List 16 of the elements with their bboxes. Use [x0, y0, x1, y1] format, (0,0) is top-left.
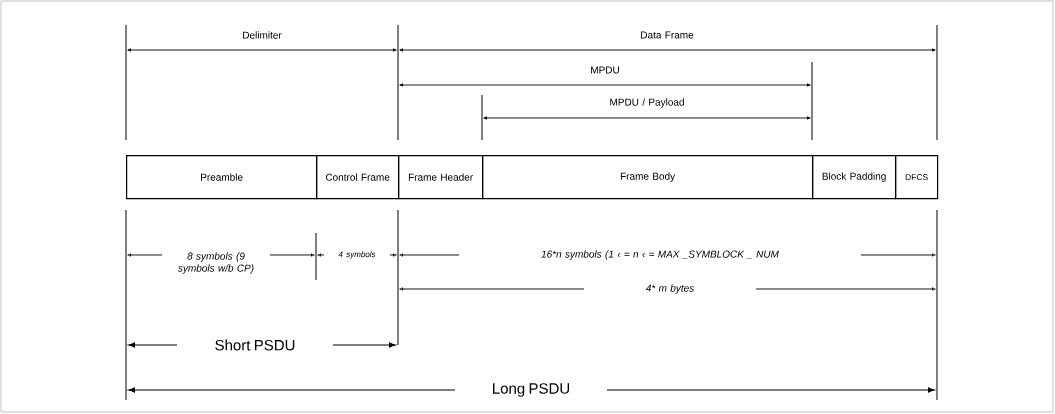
dimension-label: Data Frame	[641, 31, 694, 39]
dimension-label: 8 symbols (9 symbols w/b CP)	[178, 252, 254, 274]
frame-field: Frame Header	[398, 155, 484, 200]
dimension-label: 16*n symbols (1 ‹ = n ‹ = MAX _SYMBLOCK _ NUM	[541, 250, 779, 260]
frame-field: Frame Body	[482, 155, 814, 200]
frame-field: DFCS	[895, 155, 939, 200]
dimension-label: Long PSDU	[493, 383, 569, 397]
frame-field: Control Frame	[316, 155, 400, 200]
frame-field: Block Padding	[812, 155, 897, 200]
dimension-label: MPDU	[591, 66, 619, 74]
dimension-label: Short PSDU	[215, 339, 295, 351]
frame-field: Preamble	[126, 155, 318, 200]
dimension-label: MPDU / Payload	[610, 98, 684, 108]
dimension-label: Delimiter	[243, 31, 282, 39]
dimension-label: 4* m bytes	[645, 284, 694, 294]
dimension-label: 4 symbols	[338, 251, 376, 259]
